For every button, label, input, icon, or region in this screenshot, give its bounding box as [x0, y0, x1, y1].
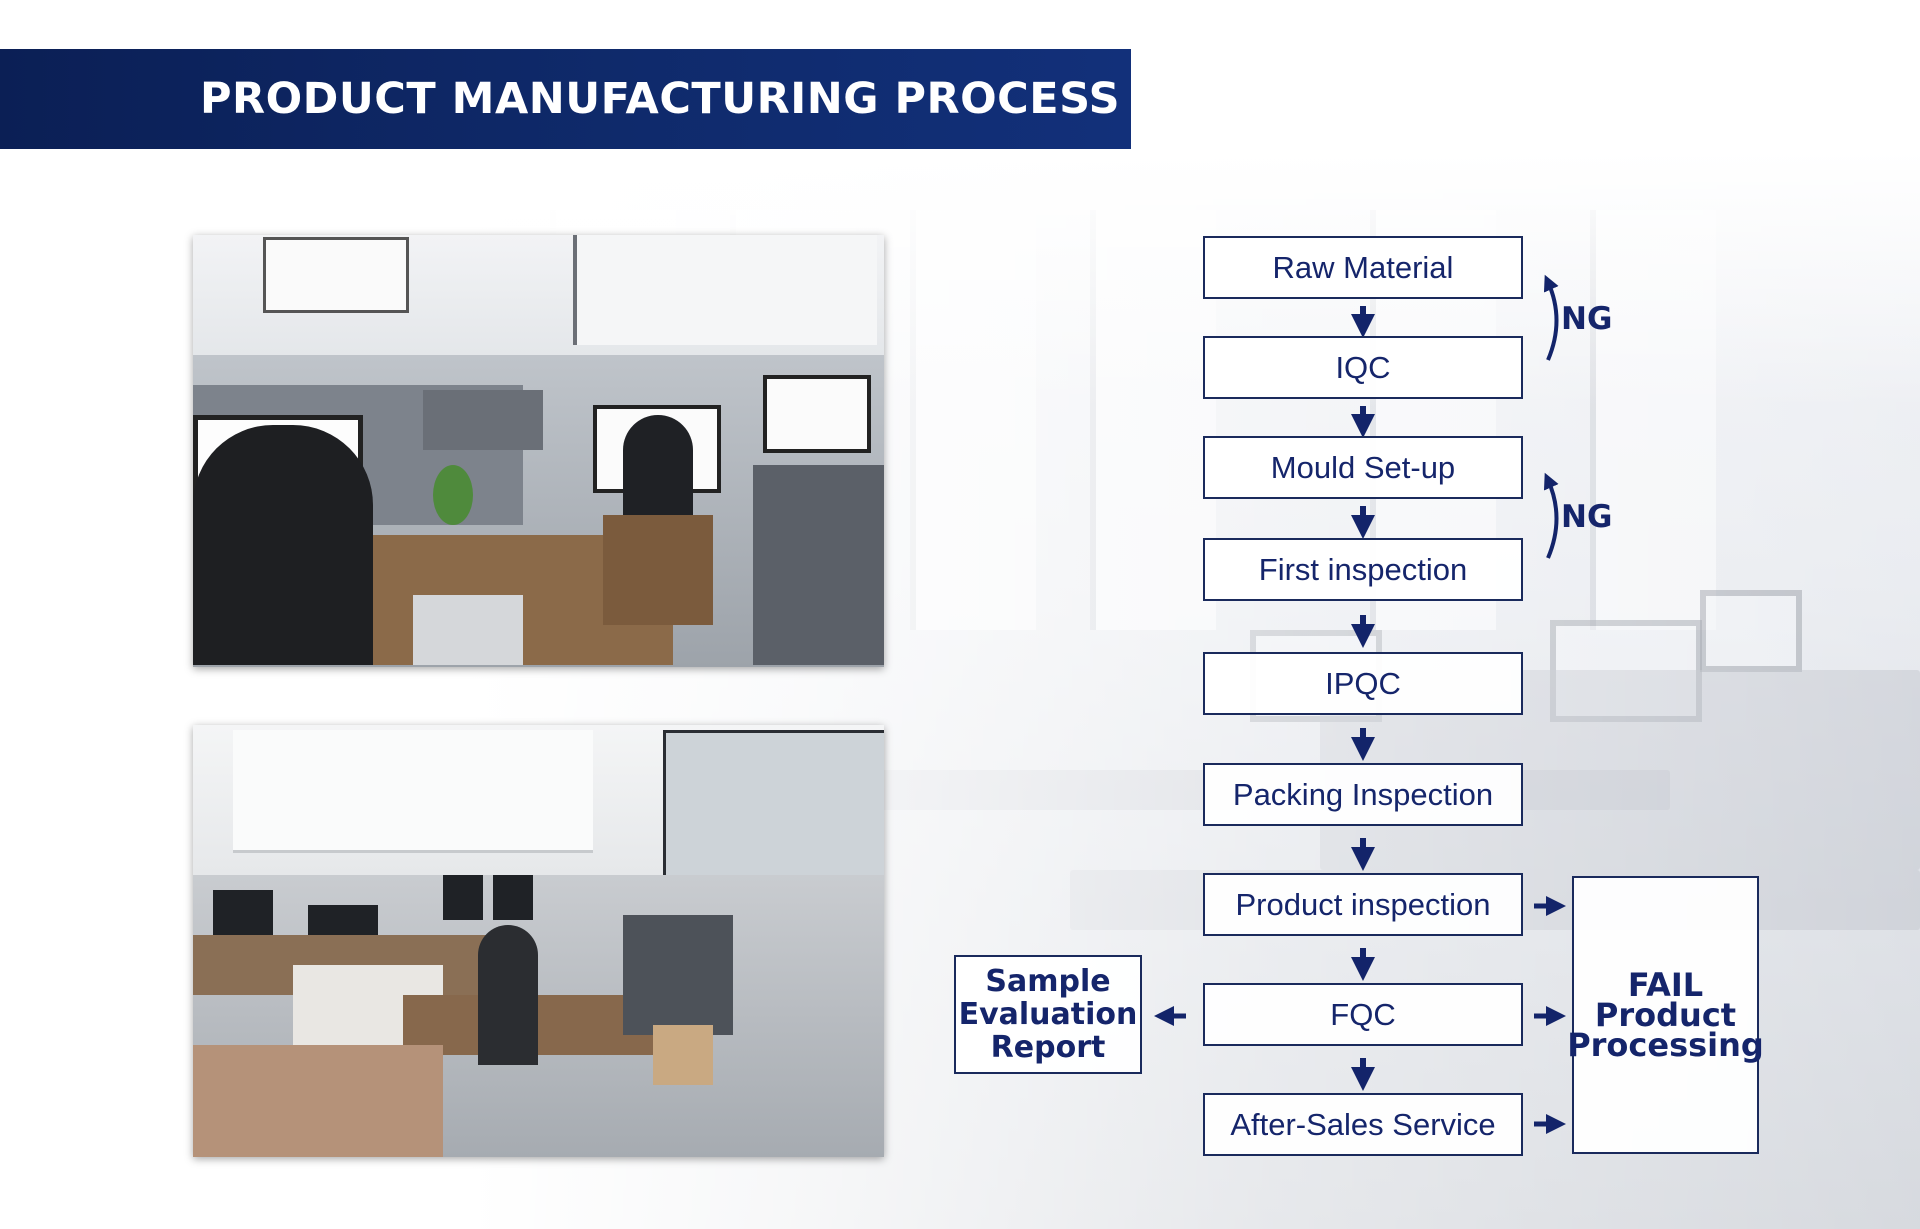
step-mould-setup: Mould Set-up — [1203, 436, 1523, 499]
step-product-inspection: Product inspection — [1203, 873, 1523, 936]
office-photo-top — [193, 235, 884, 667]
sample-report-line-2: Evaluation — [958, 997, 1138, 1032]
sample-report-line-3: Report — [990, 1030, 1106, 1065]
page-title: PRODUCT MANUFACTURING PROCESS — [200, 74, 1121, 124]
title-banner: PRODUCT MANUFACTURING PROCESS — [0, 49, 1131, 149]
step-fqc: FQC — [1203, 983, 1523, 1046]
sample-evaluation-report-box: Sample Evaluation Report — [954, 955, 1142, 1074]
step-iqc: IQC — [1203, 336, 1523, 399]
fail-product-processing-box: FAIL Product Processing — [1567, 876, 1764, 1154]
step-ipqc: IPQC — [1203, 652, 1523, 715]
sample-report-line-1: Sample — [985, 964, 1111, 999]
step-raw-material: Raw Material — [1203, 236, 1523, 299]
step-packing-inspection: Packing Inspection — [1203, 763, 1523, 826]
ng-label-2: NG — [1561, 499, 1613, 535]
step-first-inspection: First inspection — [1203, 538, 1523, 601]
step-after-sales-service: After-Sales Service — [1203, 1093, 1523, 1156]
fail-line-3: Processing — [1567, 1026, 1764, 1064]
office-photo-bottom — [193, 725, 884, 1157]
fail-line-2: Product — [1594, 996, 1737, 1034]
ng-label-1: NG — [1561, 301, 1613, 337]
fail-line-1: FAIL — [1627, 966, 1704, 1004]
